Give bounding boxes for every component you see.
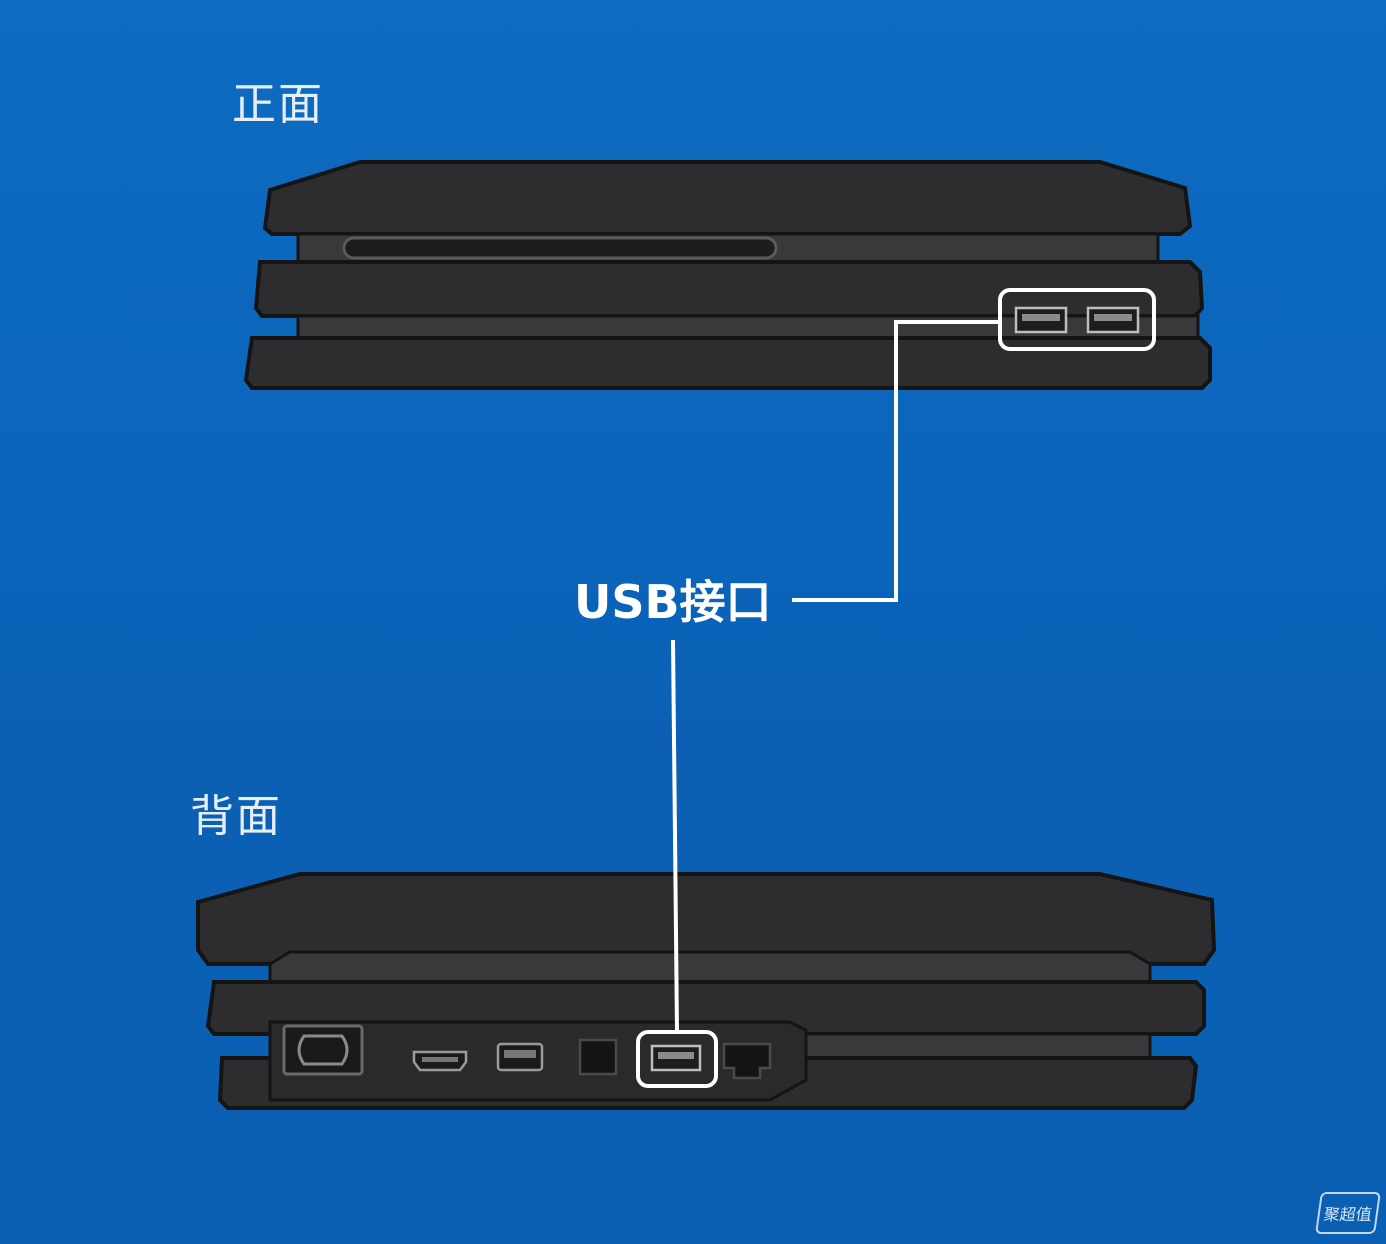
usb-label: USB接口: [574, 575, 772, 629]
front-console: [243, 160, 1212, 390]
front-label: 正面: [232, 79, 324, 130]
front-usb-port-1: [1014, 306, 1068, 334]
watermark-logo: 聚超值: [1315, 1192, 1381, 1234]
hdmi-port: [412, 1050, 468, 1072]
back-usb-port: [650, 1044, 702, 1072]
back-top-layer: [196, 872, 1217, 966]
ac-power-port: [282, 1024, 364, 1076]
front-top-layer: [262, 160, 1193, 236]
front-usb-highlight: [998, 288, 1156, 351]
front-bottom-layer: [243, 336, 1212, 390]
back-gap-1: [268, 950, 1152, 984]
lan-port: [722, 1042, 772, 1080]
disc-slot: [342, 236, 778, 260]
watermark-text: 聚超值: [1322, 1205, 1374, 1224]
back-label: 背面: [190, 791, 282, 842]
front-middle-layer: [253, 260, 1205, 318]
back-callout-line: [671, 639, 679, 1033]
optical-port: [578, 1038, 618, 1076]
front-usb-port-2: [1086, 306, 1140, 334]
back-console: [196, 872, 1217, 1110]
aux-port: [496, 1042, 544, 1072]
front-callout-line: [792, 320, 1000, 602]
